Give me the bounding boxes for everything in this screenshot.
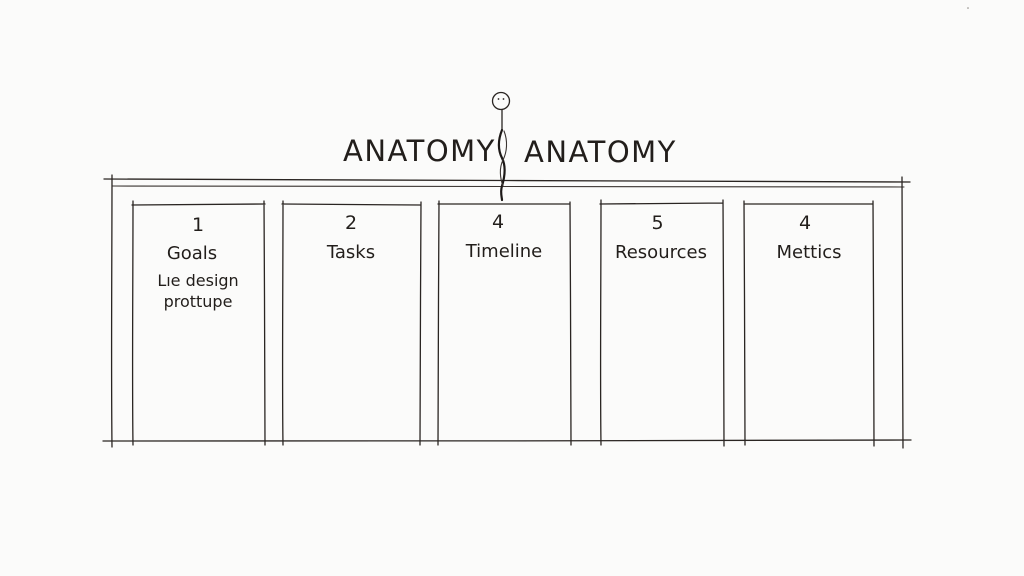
column-number-goals: 1 [191,214,205,236]
paper-speck [967,7,969,9]
stick-figure-body-outline [499,130,508,187]
title-left: ANATOMY [343,134,496,168]
frame-top-line [103,178,911,183]
column-note-goals-line-2: prottupe [163,292,233,311]
column-box-resources [599,199,725,447]
column-box-goals [131,200,266,446]
column-number-resources: 5 [651,212,664,234]
column-box-timeline [437,200,572,446]
stick-figure-icon [491,91,511,202]
column-box-metrics [743,200,875,447]
frame-top-line-echo [111,185,905,188]
column-label-metrics: Mettics [776,242,842,263]
column-box-tasks [281,200,422,446]
stick-figure-body [497,128,506,202]
stick-figure-head [491,91,511,111]
column-number-metrics: 4 [798,212,812,234]
stick-figure-eye-right [502,98,505,100]
column-label-resources: Resources [615,242,707,263]
column-note-goals-line-1: Lıe design [157,271,239,290]
stick-figure-eye-left [497,98,500,100]
column-label-timeline: Timeline [465,241,543,262]
title-right: ANATOMY [524,135,677,169]
column-label-tasks: Tasks [326,242,376,263]
frame-right-side [901,176,904,449]
frame-bottom-line [102,439,912,442]
column-label-goals: Goals [166,243,218,264]
column-number-timeline: 4 [491,211,505,233]
column-number-tasks: 2 [344,212,358,234]
